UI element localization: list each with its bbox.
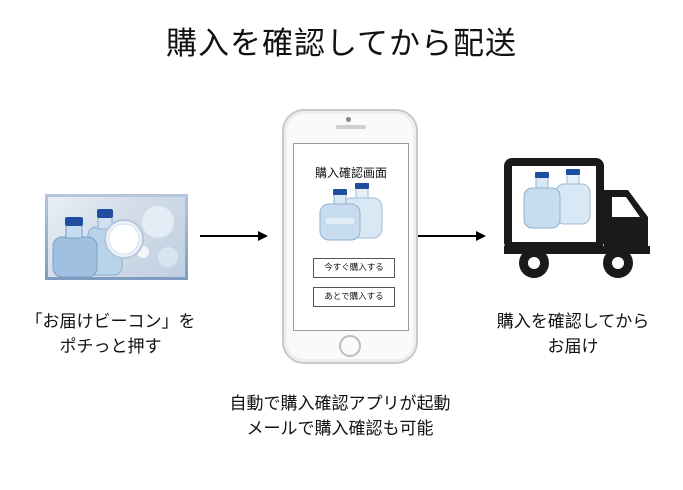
water-bottles-image [319, 183, 383, 241]
front-camera [346, 117, 351, 122]
buy-later-button[interactable]: あとで購入する [313, 287, 395, 307]
phone-screen: 購入確認画面 今すぐ購入する あとで購入する [293, 143, 409, 331]
arrow-right-icon [418, 231, 486, 241]
page-title: 購入を確認してから配送 [165, 26, 518, 62]
step1-caption: 「お届けビーコン」を ポチっと押す [18, 310, 203, 360]
step1-caption-line1: 「お届けビーコン」を [25, 312, 196, 332]
step2-caption: 自動で購入確認アプリが起動 メールで購入確認も可能 [195, 392, 485, 442]
step2-caption-line1: 自動で購入確認アプリが起動 [229, 394, 451, 414]
step3-caption-line2: お届け [547, 337, 599, 357]
step3-caption: 購入を確認してから お届け [488, 310, 658, 360]
step1-caption-line2: ポチっと押す [59, 337, 162, 357]
beacon-photo [45, 194, 188, 280]
home-button [339, 335, 361, 357]
delivery-truck-icon [504, 158, 650, 278]
step3-caption-line1: 購入を確認してから [496, 312, 650, 332]
smartphone: 購入確認画面 今すぐ購入する あとで購入する [282, 109, 418, 364]
water-splash-illustration [52, 206, 178, 277]
arrow-right-icon [200, 231, 268, 241]
phone-speaker [336, 125, 366, 129]
screen-title: 購入確認画面 [314, 166, 387, 180]
buy-now-button[interactable]: 今すぐ購入する [313, 258, 395, 278]
step2-caption-line2: メールで購入確認も可能 [246, 419, 434, 439]
